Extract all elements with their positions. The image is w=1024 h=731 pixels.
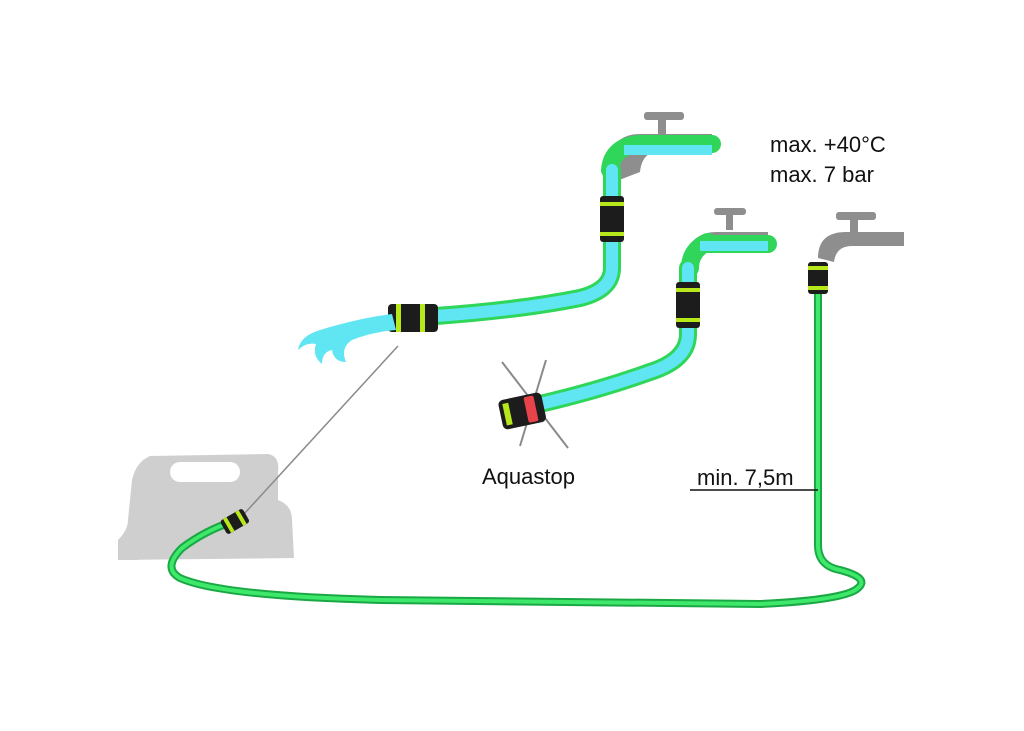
hose-coupling-open-end — [388, 304, 438, 332]
max-temperature-label: max. +40°C — [770, 132, 886, 157]
leader-line — [243, 345, 399, 515]
tap-right — [818, 212, 904, 262]
max-pressure-label: max. 7 bar — [770, 162, 874, 187]
aquastop-valve-icon — [498, 392, 546, 430]
hose-coupling-middle-tap — [676, 282, 700, 328]
water-tap-icon — [818, 212, 904, 262]
water-hose-middle — [531, 233, 777, 413]
hose-coupling-machine — [220, 509, 250, 534]
min-hose-length-label: min. 7,5m — [697, 465, 794, 490]
aquastop-label: Aquastop — [482, 464, 575, 489]
pressure-washer-icon — [118, 454, 294, 560]
hose-coupling-top-tap — [600, 196, 624, 242]
water-spray — [298, 314, 396, 364]
water-hose-top — [427, 135, 721, 325]
hose-coupling-right-tap — [808, 262, 828, 294]
